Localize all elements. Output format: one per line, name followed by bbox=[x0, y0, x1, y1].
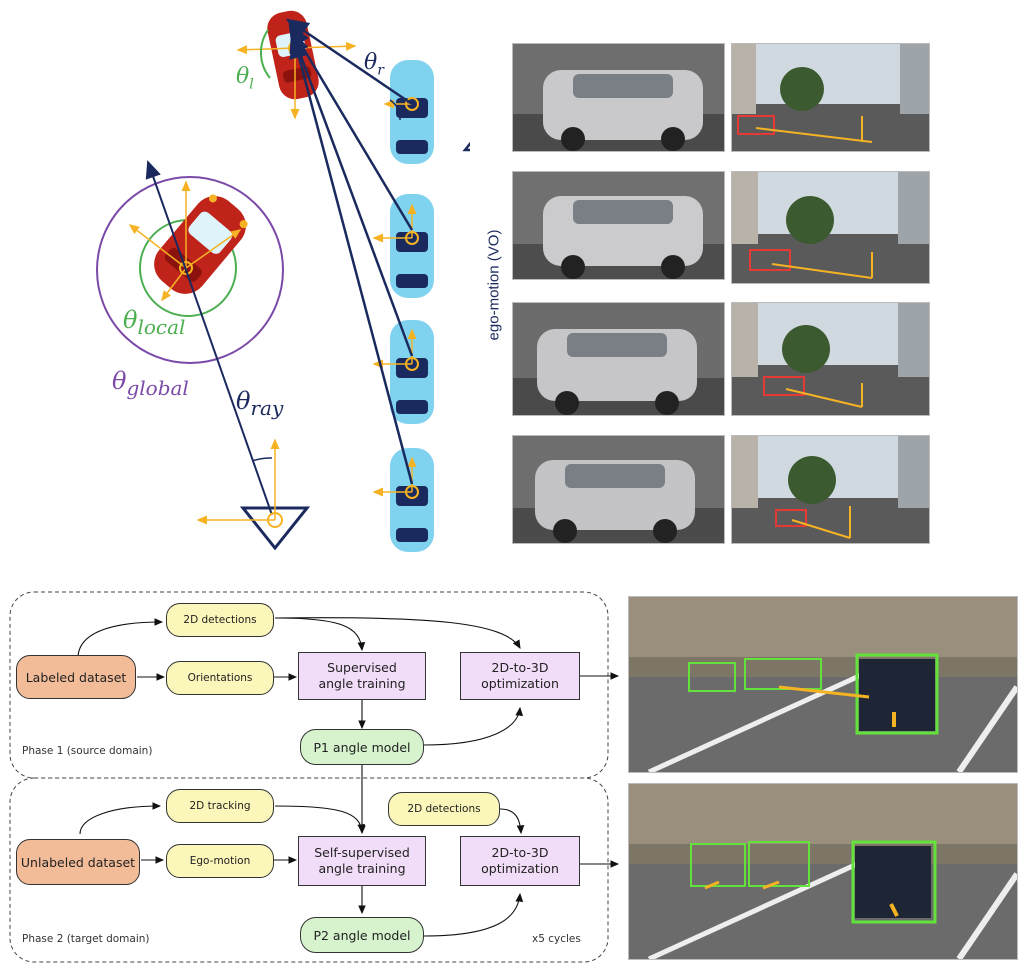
car-crop-photo-1 bbox=[512, 43, 725, 152]
ego-motion-node: Ego-motion bbox=[166, 844, 274, 878]
supervised-training-node: Supervised angle training bbox=[298, 652, 426, 700]
phase2-frame bbox=[9, 777, 609, 963]
orientations-node: Orientations bbox=[166, 661, 274, 695]
detections-2d-node: 2D detections bbox=[166, 603, 274, 637]
car-crop-photo-4 bbox=[512, 435, 725, 544]
cycles-label: x5 cycles bbox=[532, 933, 581, 945]
street-frame-photo-4 bbox=[731, 435, 930, 544]
street-frame-photo-3 bbox=[731, 302, 930, 416]
p2-angle-model-node: P2 angle model bbox=[300, 917, 424, 953]
theta-global-label: θglobal bbox=[112, 367, 189, 400]
unlabeled-dataset-node: Unlabeled dataset bbox=[16, 839, 140, 885]
detections-2d-node-phase2: 2D detections bbox=[388, 792, 500, 826]
self-supervised-training-node: Self-supervised angle training bbox=[298, 836, 426, 886]
pipeline-connectors bbox=[9, 591, 620, 963]
result-photo-phase2 bbox=[628, 783, 1018, 960]
street-frame-photo-2 bbox=[731, 171, 930, 284]
labeled-dataset-node: Labeled dataset bbox=[16, 655, 136, 699]
global-angle-circle bbox=[96, 176, 284, 364]
phase1-label: Phase 1 (source domain) bbox=[22, 745, 153, 757]
car-crop-photo-3 bbox=[512, 302, 725, 416]
car-crop-photo-2 bbox=[512, 171, 725, 280]
ego-motion-label: ego-motion (VO) bbox=[485, 229, 503, 341]
theta-ray-label: θray bbox=[236, 387, 284, 420]
ego-car-icon bbox=[390, 60, 434, 552]
tracking-2d-node: 2D tracking bbox=[166, 789, 274, 823]
orientation-geometry-diagram bbox=[96, 10, 470, 552]
global-ray bbox=[145, 160, 273, 516]
theta-r-label: θr bbox=[364, 50, 384, 79]
red-car-icon bbox=[154, 194, 248, 294]
optimization-node-phase2: 2D-to-3D optimization bbox=[460, 836, 580, 886]
result-photo-phase1 bbox=[628, 596, 1018, 773]
p1-angle-model-node: P1 angle model bbox=[300, 729, 424, 765]
phase2-label: Phase 2 (target domain) bbox=[22, 933, 150, 945]
ego-motion-arrow bbox=[462, 141, 470, 152]
theta-local-label: θlocal bbox=[123, 306, 186, 339]
street-frame-photo-1 bbox=[731, 43, 930, 152]
theta-l-label: θl bbox=[236, 64, 254, 93]
optimization-node-phase1: 2D-to-3D optimization bbox=[460, 652, 580, 700]
